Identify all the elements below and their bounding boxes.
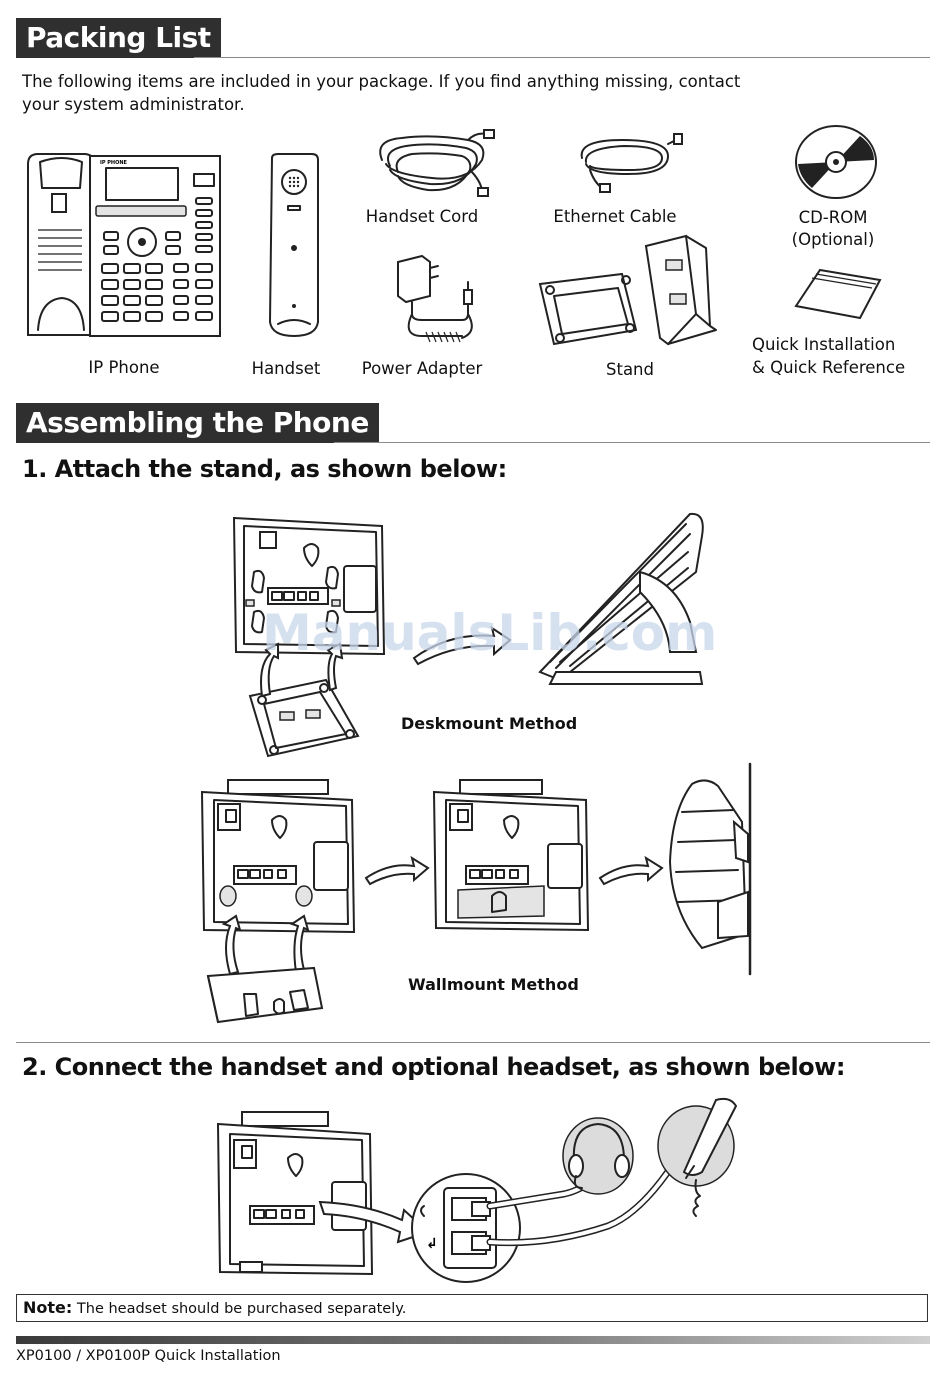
wallmount-method-label: Wallmount Method (408, 975, 579, 994)
watermark: ManualsLib.com (262, 604, 718, 662)
assembling-rule (334, 442, 930, 443)
item-label-ip-phone: IP Phone (88, 358, 160, 377)
stand-illustration (538, 234, 717, 346)
phone-brand-label: IP PHONE (100, 160, 128, 166)
item-label-cd-rom: CD-ROM (798, 208, 868, 227)
item-label-quick-installation: Quick Installation (752, 335, 896, 354)
handset-illustration (268, 153, 319, 338)
power-adapter-illustration (397, 254, 473, 343)
headset-illustration (562, 1117, 634, 1195)
note-box: Note: The headset should be purchased se… (16, 1294, 928, 1322)
deskmount-assembled-phone (538, 512, 704, 685)
quick-reference-illustration (794, 268, 882, 320)
handset-cord-illustration (379, 129, 495, 197)
item-label-handset: Handset (251, 359, 321, 378)
deskmount-phone-back (232, 516, 386, 656)
note-label: Note: (23, 1298, 73, 1317)
assembling-heading: Assembling the Phone (16, 403, 379, 443)
wallmount-arrow-right-1 (364, 855, 430, 886)
item-label-stand: Stand (606, 360, 654, 379)
ip-phone-illustration: IP PHONE (27, 153, 221, 337)
step-1-title: 1. Attach the stand, as shown below: (22, 455, 507, 483)
wallmount-phone-back (200, 779, 356, 934)
note-text: The headset should be purchased separate… (76, 1301, 407, 1317)
cd-rom-illustration (795, 125, 877, 199)
wallmount-arrow-right-2 (598, 855, 664, 886)
item-label-quick-reference: & Quick Reference (752, 358, 906, 377)
handset-port-glyph: ↲ (426, 1236, 438, 1252)
deskmount-stand (248, 678, 360, 758)
wallmount-bracket (206, 966, 324, 1024)
connect-port-closeup: ↲ (411, 1136, 692, 1283)
handset-cord-connect-illustration (657, 1097, 738, 1217)
packing-intro-text: The following items are included in your… (22, 72, 741, 114)
footer-text: XP0100 / XP0100P Quick Installation (16, 1348, 281, 1364)
wallmount-mounted-phone (668, 762, 752, 976)
packing-list-rule (194, 57, 930, 58)
deskmount-arrow-right (412, 625, 512, 666)
wallmount-bracket-attached (432, 779, 590, 932)
wallmount-insert-arrows (221, 914, 310, 976)
deskmount-method-label: Deskmount Method (401, 714, 578, 733)
step-divider-rule (16, 1042, 930, 1043)
item-label-ethernet-cable: Ethernet Cable (553, 207, 677, 226)
item-label-cd-rom-optional: (Optional) (791, 230, 875, 249)
ethernet-cable-illustration (580, 133, 683, 193)
packing-list-heading: Packing List (16, 18, 221, 58)
footer-gradient-bar (16, 1336, 930, 1344)
deskmount-insert-arrows (260, 642, 344, 698)
step-2-title: 2. Connect the handset and optional head… (22, 1053, 845, 1081)
item-label-handset-cord: Handset Cord (365, 207, 479, 226)
item-label-power-adapter: Power Adapter (361, 359, 483, 378)
